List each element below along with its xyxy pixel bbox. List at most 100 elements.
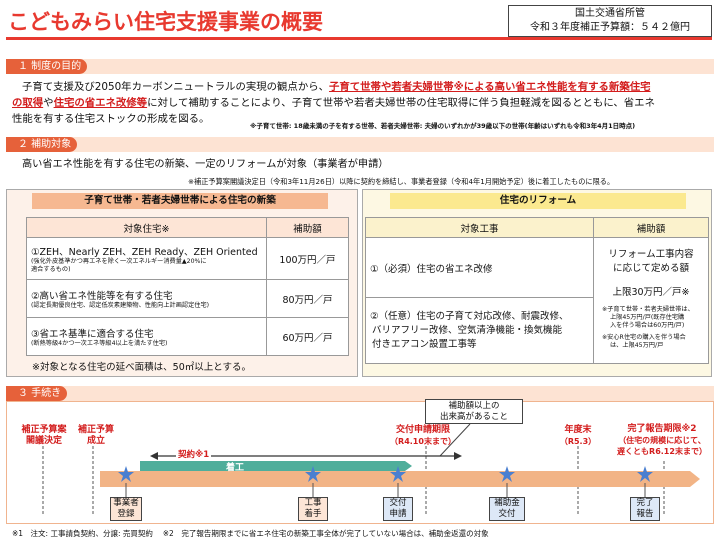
step-text: 交付 — [498, 509, 516, 519]
budget-box: 国土交通省所管 令和３年度補正予算額：５４２億円 — [508, 5, 712, 37]
housing-sub: (強化外皮基準かつ再エネを除く一次エネルギー消費量▲20%に — [31, 257, 207, 265]
amount-note: ※安心R住宅の購入を伴う場合 — [602, 334, 686, 341]
amount-note: ※子育て世帯・若者夫婦世帯は、 — [602, 306, 694, 313]
purpose-highlight: 住宅の省エネ改修等 — [53, 97, 148, 109]
condition-callout: 補助額以上の出来高があること — [425, 399, 523, 424]
target-note: ※補正予算案閣議決定日（令和3年11月26日）以降に契約を締結し、事業者登録（令… — [188, 177, 615, 186]
amount-note: 上限45万円/戸(既存住宅購 — [610, 314, 685, 321]
title-rule — [6, 37, 712, 40]
step-text: 事業者 — [113, 498, 139, 508]
reform-row2: ②（任意）住宅の子育て対応改修、耐震改修、バリアフリー改修、空気清浄機能・換気機… — [365, 297, 594, 364]
arrow-head-right — [454, 452, 462, 460]
housing-type: ③省エネ基準に適合する住宅 — [31, 328, 154, 340]
step-text: 補助金 — [494, 498, 520, 508]
target-line: 高い省エネ性能を有する住宅の新築、一定のリフォームが対象（事業者が申請） — [22, 159, 389, 170]
step-text: 交付 — [389, 498, 407, 508]
section2-bar: ２ 補助対象 — [6, 137, 714, 152]
star-icon — [637, 466, 653, 482]
page-title: こどもみらい住宅支援事業の概要 — [8, 10, 323, 34]
step-text: 工事 — [304, 498, 322, 508]
purpose-line1: 子育て支援及び2050年カーボンニュートラルの実現の観点から、子育て世帯や若者夫… — [22, 80, 651, 95]
budget-label: 令和３年度補正予算額：５４２億円 — [530, 22, 690, 33]
milestone-text: 交付申請期限 — [395, 425, 450, 435]
section1-bar: １ 制度の目的 — [6, 59, 714, 74]
housing-type: ②高い省エネ性能等を有する住宅 — [31, 290, 173, 302]
newbuild-footnote: ※対象となる住宅の延べ面積は、50㎡以上とする。 — [32, 362, 251, 373]
col-amount: 補助額 — [593, 217, 709, 238]
newbuild-heading: 子育て世帯・若者夫婦世帯による住宅の新築 — [32, 193, 328, 209]
milestone-application-deadline: 交付申請期限 （R4.10末まで） — [388, 425, 458, 447]
amount-note: は、上限45万円/戸 — [610, 342, 664, 349]
reform-row2-line: ②（任意）住宅の子育て対応改修、耐震改修、 — [370, 310, 569, 322]
contract-label: 契約※1 — [176, 448, 212, 460]
purpose-highlight: の取得 — [12, 97, 44, 109]
col-work: 対象工事 — [365, 217, 594, 238]
milestone-sub: （住宅の規模に応じて、 — [618, 436, 706, 445]
housing-sub: (断熱等級4かつ一次エネ等級4以上を満たす住宅) — [31, 339, 168, 347]
reform-amount-cell: リフォーム工事内容 に応じて定める額 上限30万円／戸※ ※子育て世帯・若者夫婦… — [593, 237, 709, 364]
section1-tag: １ 制度の目的 — [6, 59, 88, 74]
step-completion-report: 完了報告 — [630, 497, 660, 521]
table-row: ③省エネ基準に適合する住宅(断熱等級4かつ一次エネ等級4以上を満たす住宅) 60万… — [26, 317, 349, 356]
step-grant: 補助金交付 — [489, 497, 525, 521]
step-text: 着手 — [304, 509, 322, 519]
ministry-label: 国土交通省所管 — [575, 8, 645, 19]
milestone-text: 補正予算 — [77, 425, 114, 435]
purpose-line3: 性能を有する住宅ストックの形成を図る。 — [12, 113, 210, 125]
footer-note: ※1 注文: 工事請負契約、分譲: 売買契約 ※2 完了報告期限までに省エネ住宅… — [12, 529, 489, 538]
step-application: 交付申請 — [383, 497, 413, 521]
milestone-budget-passed: 補正予算成立 — [74, 425, 118, 447]
milestone-text: 完了報告期限※2 — [627, 424, 697, 434]
housing-type: ①ZEH、Nearly ZEH、ZEH Ready、ZEH Oriented — [31, 246, 258, 258]
star-icon — [305, 466, 321, 482]
step-text: 完了 — [636, 498, 654, 508]
callout-line: 出来高があること — [439, 411, 508, 422]
star-icon — [390, 466, 406, 482]
amount-note: 入を伴う場合は60万円/戸) — [610, 322, 685, 329]
reform-row2-line: バリアフリー改修、空気清浄機能・換気機能 — [372, 324, 563, 336]
milestone-fiscal-end: 年度末 （R5.3） — [554, 425, 602, 447]
purpose-text: や — [43, 97, 54, 109]
table-row: ②高い省エネ性能等を有する住宅(認定長期優良住宅、認定低炭素建築物、性能向上計画… — [26, 279, 349, 318]
purpose-text: 子育て支援及び2050年カーボンニュートラルの実現の観点から、 — [22, 81, 329, 93]
milestone-text: 成立 — [86, 436, 105, 446]
milestone-text: 閣議決定 — [25, 436, 62, 446]
milestone-sub: （R5.3） — [559, 437, 597, 446]
star-icon — [499, 466, 515, 482]
milestone-sub: （R4.10末まで） — [390, 437, 456, 446]
milestone-sub: 遅くともR6.12末まで） — [617, 447, 707, 456]
amount-cap: 上限30万円／戸※ — [612, 287, 690, 298]
section2-tag: ２ 補助対象 — [6, 137, 78, 152]
step-text: 報告 — [636, 509, 654, 519]
purpose-text: に対して補助することにより、子育て世帯や若者夫婦世帯の住宅取得に伴う負担軽減を図… — [147, 97, 655, 109]
step-registration: 事業者登録 — [110, 497, 142, 521]
housing-sub: (認定長期優良住宅、認定低炭素建築物、性能向上計画認定住宅) — [31, 301, 210, 309]
amount-line: リフォーム工事内容 — [608, 249, 694, 260]
table-row: ②（任意）住宅の子育て対応改修、耐震改修、バリアフリー改修、空気清浄機能・換気機… — [365, 297, 709, 364]
milestone-text: 年度末 — [564, 425, 592, 435]
milestone-budget-decision: 補正予算案閣議決定 — [16, 425, 72, 447]
amount-cell: 60万円／戸 — [266, 317, 349, 356]
step-text: 申請 — [389, 509, 407, 519]
purpose-highlight: 子育て世帯や若者夫婦世帯※による高い省エネ性能を有する新築住宅 — [329, 81, 651, 93]
callout-pointer — [439, 423, 471, 457]
table-row: ①（必須）住宅の省エネ改修 リフォーム工事内容 に応じて定める額 上限30万円／… — [365, 237, 709, 364]
section3-bar: ３ 手続き — [6, 386, 714, 401]
table-row: ①ZEH、Nearly ZEH、ZEH Ready、ZEH Oriented(強… — [26, 237, 349, 280]
section3-tag: ３ 手続き — [6, 386, 68, 401]
housing-sub: 適合するもの) — [31, 265, 71, 273]
reform-row2-line: 付きエアコン設置工事等 — [372, 338, 477, 350]
milestone-report-deadline: 完了報告期限※2 （住宅の規模に応じて、遅くともR6.12末まで） — [614, 424, 710, 457]
purpose-note: ※子育て世帯: 18歳未満の子を有する世帯、若者夫婦世帯: 夫婦のいずれかが39… — [250, 122, 636, 130]
amount-line: に応じて定める額 — [612, 263, 689, 274]
milestone-text: 補正予算案 — [21, 425, 67, 435]
reform-heading: 住宅のリフォーム — [390, 193, 686, 209]
step-construction-start: 工事着手 — [298, 497, 328, 521]
reform-table: 対象工事補助額 ①（必須）住宅の省エネ改修 リフォーム工事内容 に応じて定める額… — [365, 217, 709, 364]
reform-row1: ①（必須）住宅の省エネ改修 — [365, 237, 594, 298]
col-target-housing: 対象住宅※ — [26, 217, 267, 238]
newbuild-table: 対象住宅※補助額 ①ZEH、Nearly ZEH、ZEH Ready、ZEH O… — [26, 217, 349, 356]
construction-label: 着工 — [226, 463, 245, 473]
callout-line: 補助額以上の — [448, 400, 500, 411]
